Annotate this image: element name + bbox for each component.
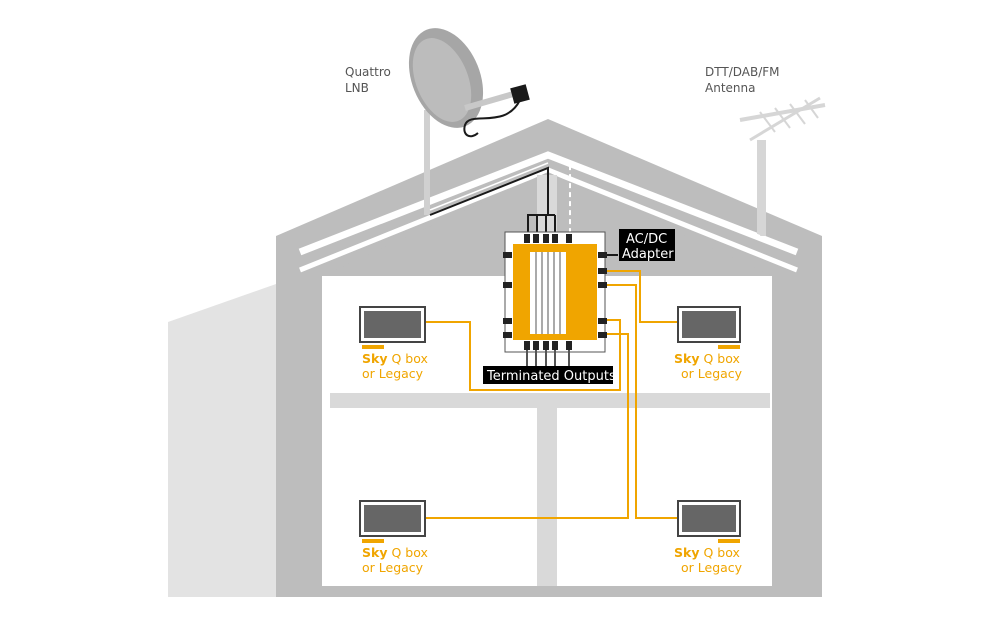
terminated-stubs [526, 350, 570, 366]
antenna-cable [569, 160, 761, 237]
tv-label-line2: or Legacy [362, 560, 424, 575]
roof-band [298, 151, 799, 256]
antenna-label-line1: DTT/DAB/FM [705, 65, 780, 79]
multiswitch [503, 231, 607, 353]
floor-slab [330, 393, 770, 408]
tv-label-line2: or Legacy [681, 366, 743, 381]
lnb-cable-2 [429, 162, 549, 211]
antenna-label-line2: Antenna [705, 81, 755, 95]
lnb-label-line2: LNB [345, 81, 369, 95]
tv-label-line1: Sky Q box [674, 351, 740, 366]
tv-label-line1: Sky Q box [362, 351, 428, 366]
tv-label-line2: or Legacy [681, 560, 743, 575]
tv-label-line1: Sky Q box [674, 545, 740, 560]
adapter-label-line2: Adapter [622, 247, 674, 262]
output-cables [425, 270, 680, 519]
lnb-label-line1: Quattro [345, 65, 391, 79]
adapter-label-line1: AC/DC [626, 232, 667, 247]
tv-label-line1: Sky Q box [362, 545, 428, 560]
tv-icon [677, 306, 741, 349]
tv-icon [359, 500, 426, 543]
tv-antenna-icon [739, 96, 826, 236]
background-building [168, 284, 276, 597]
terminated-outputs-label: Terminated Outputs [486, 369, 616, 384]
central-column [537, 408, 557, 586]
adapter-label-bg [619, 229, 675, 261]
tv-icon [359, 306, 426, 349]
tv-icon [677, 500, 741, 543]
tv-label-line2: or Legacy [362, 366, 424, 381]
terminated-label-bg [483, 366, 613, 384]
satellite-dish-icon [408, 28, 530, 215]
